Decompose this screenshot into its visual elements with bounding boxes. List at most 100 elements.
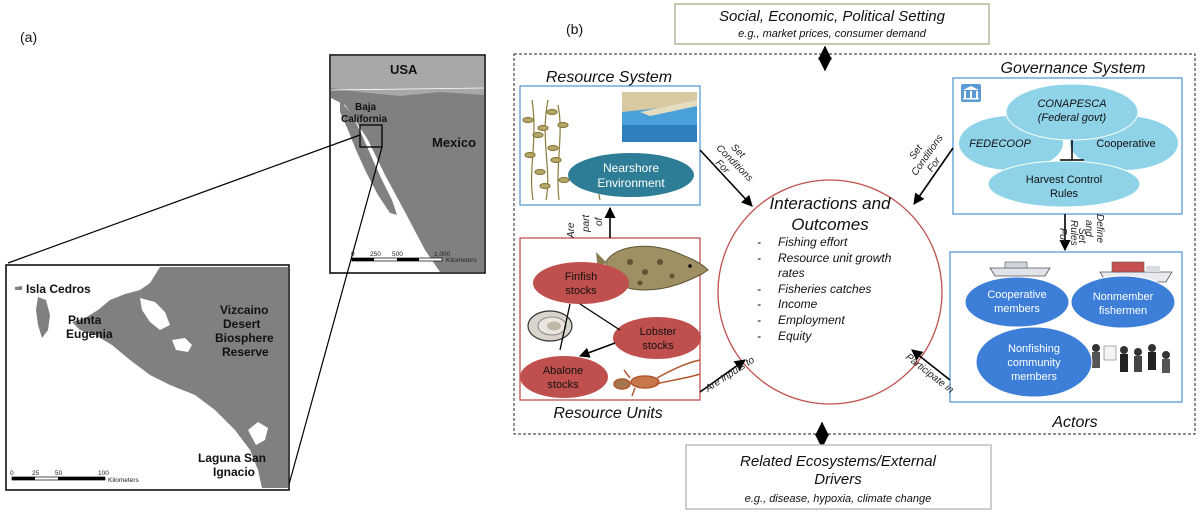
- hcr-line-2: Rules: [1050, 188, 1079, 200]
- outcome-list: - Fishing effort - Resource unit growth …: [757, 235, 892, 343]
- lobster-illustration: [613, 359, 701, 397]
- outcome-bullet: -: [757, 282, 761, 296]
- edge-label-rs: Set Conditions For: [713, 142, 755, 184]
- label-california: California: [341, 114, 388, 125]
- edge-gs-and: and: [1083, 220, 1094, 237]
- arrow-gs-to-center: [913, 147, 954, 205]
- label-laguna-1: Laguna San: [198, 451, 266, 465]
- coop-members-line-1: Cooperative: [987, 289, 1046, 301]
- nonfishing-community-node: [975, 326, 1093, 398]
- overview-scale-bar: 0 250 500 1,000 Kilometers: [351, 251, 477, 264]
- detail-map: Isla Cedros Punta Eugenia Vizcaino Deser…: [5, 264, 290, 491]
- label-reserve-4: Reserve: [222, 345, 269, 359]
- fedecoop-label: FEDECOOP: [969, 138, 1031, 150]
- abalone-line-2: stocks: [547, 379, 579, 391]
- outcome-item-growth-rates: rates: [778, 266, 805, 280]
- overview-map: USA Mexico Baja California 0 250 500 1,0…: [329, 54, 486, 274]
- abalone-shell-illustration: [527, 310, 573, 342]
- overview-scale-unit: Kilometers: [446, 257, 477, 264]
- coop-members-line-2: members: [994, 303, 1040, 315]
- label-eugenia: Eugenia: [66, 327, 113, 341]
- conapesca-line-1: CONAPESCA: [1037, 98, 1106, 110]
- resource-system-heading: Resource System: [546, 69, 672, 86]
- nonmember-fishermen-node: [1070, 275, 1176, 329]
- coast-photo: [622, 92, 697, 142]
- outcome-bullet: -: [757, 251, 761, 265]
- overview-scale-tick-2: 500: [392, 251, 403, 258]
- resource-units-box: Finfish stocks Lobster stocks Abalone st…: [519, 237, 709, 401]
- overview-scale-tick-1: 250: [370, 251, 381, 258]
- nonmember-line-1: Nonmember: [1093, 291, 1154, 303]
- finfish-line-1: Finfish: [565, 271, 597, 283]
- panel-b-label: (b): [566, 21, 583, 37]
- edge-ru-part: part: [581, 214, 592, 233]
- governance-system-heading: Governance System: [1001, 60, 1146, 77]
- edge-ru-of: of: [594, 216, 605, 226]
- edge-label-ru-rs: Are part of: [566, 214, 605, 239]
- detail-scale-tick-2: 50: [55, 470, 63, 477]
- social-economic-box: Social, Economic, Political Setting e.g.…: [674, 3, 990, 45]
- edge-gs-for2: For: [1057, 228, 1068, 244]
- detail-land-isla-cedros: [36, 297, 50, 338]
- label-isla-cedros: Isla Cedros: [26, 282, 91, 296]
- label-reserve-2: Desert: [223, 317, 260, 331]
- outcome-bullet: -: [757, 313, 761, 327]
- outcome-item-employment: Employment: [778, 313, 845, 327]
- label-reserve-3: Biosphere: [215, 331, 274, 345]
- nonfishing-line-3: members: [1011, 371, 1057, 383]
- detail-scale-tick-0: 0: [10, 470, 14, 477]
- label-punta: Punta: [68, 313, 102, 327]
- nonfishing-line-2: community: [1007, 357, 1061, 369]
- outcome-item-catches: Fisheries catches: [778, 282, 871, 296]
- nearshore-line-2: Environment: [597, 176, 665, 190]
- external-drivers-title-2: Drivers: [814, 471, 862, 488]
- resource-system-box: Nearshore Environment: [519, 85, 701, 206]
- abalone-stocks-node: [520, 356, 608, 398]
- governance-system-box: CONAPESCA (Federal govt) FEDECOOP Cooper…: [952, 77, 1183, 215]
- outcome-bullet: -: [757, 235, 761, 249]
- arrow-actors-to-center: [911, 349, 951, 381]
- overview-scale-tick-0: 0: [351, 251, 355, 258]
- nonfishing-line-1: Nonfishing: [1008, 343, 1060, 355]
- label-reserve-1: Vizcaino: [220, 303, 268, 317]
- government-building-icon: [961, 84, 981, 102]
- edge-gs-define: Define: [1094, 214, 1105, 243]
- arrow-ru-to-center: [699, 359, 746, 393]
- panel-a-label: (a): [20, 29, 37, 45]
- external-drivers-subtitle: e.g., disease, hypoxia, climate change: [745, 493, 932, 505]
- social-economic-title: Social, Economic, Political Setting: [719, 8, 946, 25]
- outcome-bullet: -: [757, 329, 761, 343]
- outcome-item-income: Income: [778, 297, 818, 311]
- actors-heading: Actors: [1051, 414, 1097, 431]
- center-title-1: Interactions and: [770, 194, 892, 213]
- harvest-control-rules-node: [987, 160, 1141, 208]
- edge-gs-set2: Set: [1076, 228, 1087, 244]
- label-usa: USA: [390, 62, 418, 77]
- label-laguna-2: Ignacio: [213, 465, 255, 479]
- overview-land: [331, 56, 484, 272]
- conapesca-line-2: (Federal govt): [1038, 112, 1107, 124]
- edge-ru-are: Are: [566, 222, 577, 239]
- outcome-item-equity: Equity: [778, 329, 812, 343]
- finfish-line-2: stocks: [565, 285, 597, 297]
- boat-illustration-1: [989, 261, 1051, 277]
- external-drivers-title-1: Related Ecosystems/External: [740, 453, 937, 470]
- hcr-line-1: Harvest Control: [1026, 174, 1102, 186]
- detail-scale-tick-1: 25: [32, 470, 40, 477]
- edge-ru-inputs: Are inputs to: [703, 354, 757, 395]
- detail-scale-tick-3: 100: [98, 470, 109, 477]
- zoom-line-upper: [7, 134, 361, 264]
- inset-marker-box: [359, 124, 383, 148]
- social-economic-subtitle: e.g., market prices, consumer demand: [738, 28, 927, 40]
- label-baja: Baja: [355, 102, 377, 113]
- arrow-rs-to-center: [699, 149, 753, 207]
- nearshore-line-1: Nearshore: [603, 161, 659, 175]
- cooperative-label: Cooperative: [1096, 138, 1155, 150]
- edge-label-gs-actors: Define and Set Rules For: [1057, 214, 1105, 246]
- dashed-system-frame: [513, 53, 1196, 435]
- center-title-2: Outcomes: [791, 215, 869, 234]
- outcome-item-fishing-effort: Fishing effort: [778, 235, 848, 249]
- external-drivers-box: Related Ecosystems/External Drivers e.g.…: [685, 444, 992, 510]
- abalone-line-1: Abalone: [543, 365, 583, 377]
- cooperative-members-node: [964, 276, 1070, 328]
